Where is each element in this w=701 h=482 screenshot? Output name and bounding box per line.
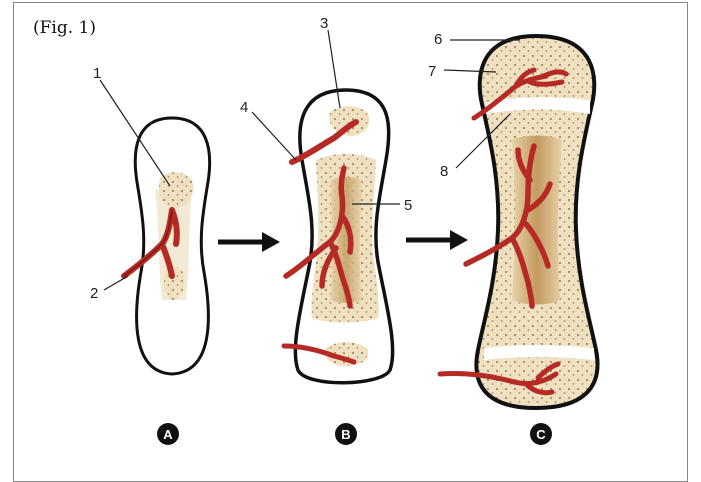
stage-b-bone: [284, 90, 393, 383]
stage-c-bone: [440, 36, 598, 408]
arrow-a-to-b: [218, 232, 280, 252]
callout-8: 8: [440, 163, 448, 180]
callout-3: 3: [320, 15, 328, 32]
callout-5: 5: [404, 197, 412, 214]
callout-2: 2: [90, 285, 98, 302]
stage-b-label: B: [341, 427, 350, 442]
callout-6: 6: [434, 31, 442, 48]
bone-ossification-diagram: 1 2 3 4 5 6 7 8 A B C: [0, 0, 701, 469]
callout-7: 7: [428, 63, 436, 80]
callout-4: 4: [240, 99, 248, 116]
stage-a-bone: [124, 118, 210, 374]
stage-a-badge: A: [157, 423, 179, 445]
stage-a-label: A: [163, 427, 173, 442]
stage-c-label: C: [536, 427, 546, 442]
callout-1: 1: [93, 65, 101, 82]
stage-c-badge: C: [530, 423, 552, 445]
arrow-b-to-c: [406, 230, 468, 250]
stage-b-badge: B: [335, 423, 357, 445]
